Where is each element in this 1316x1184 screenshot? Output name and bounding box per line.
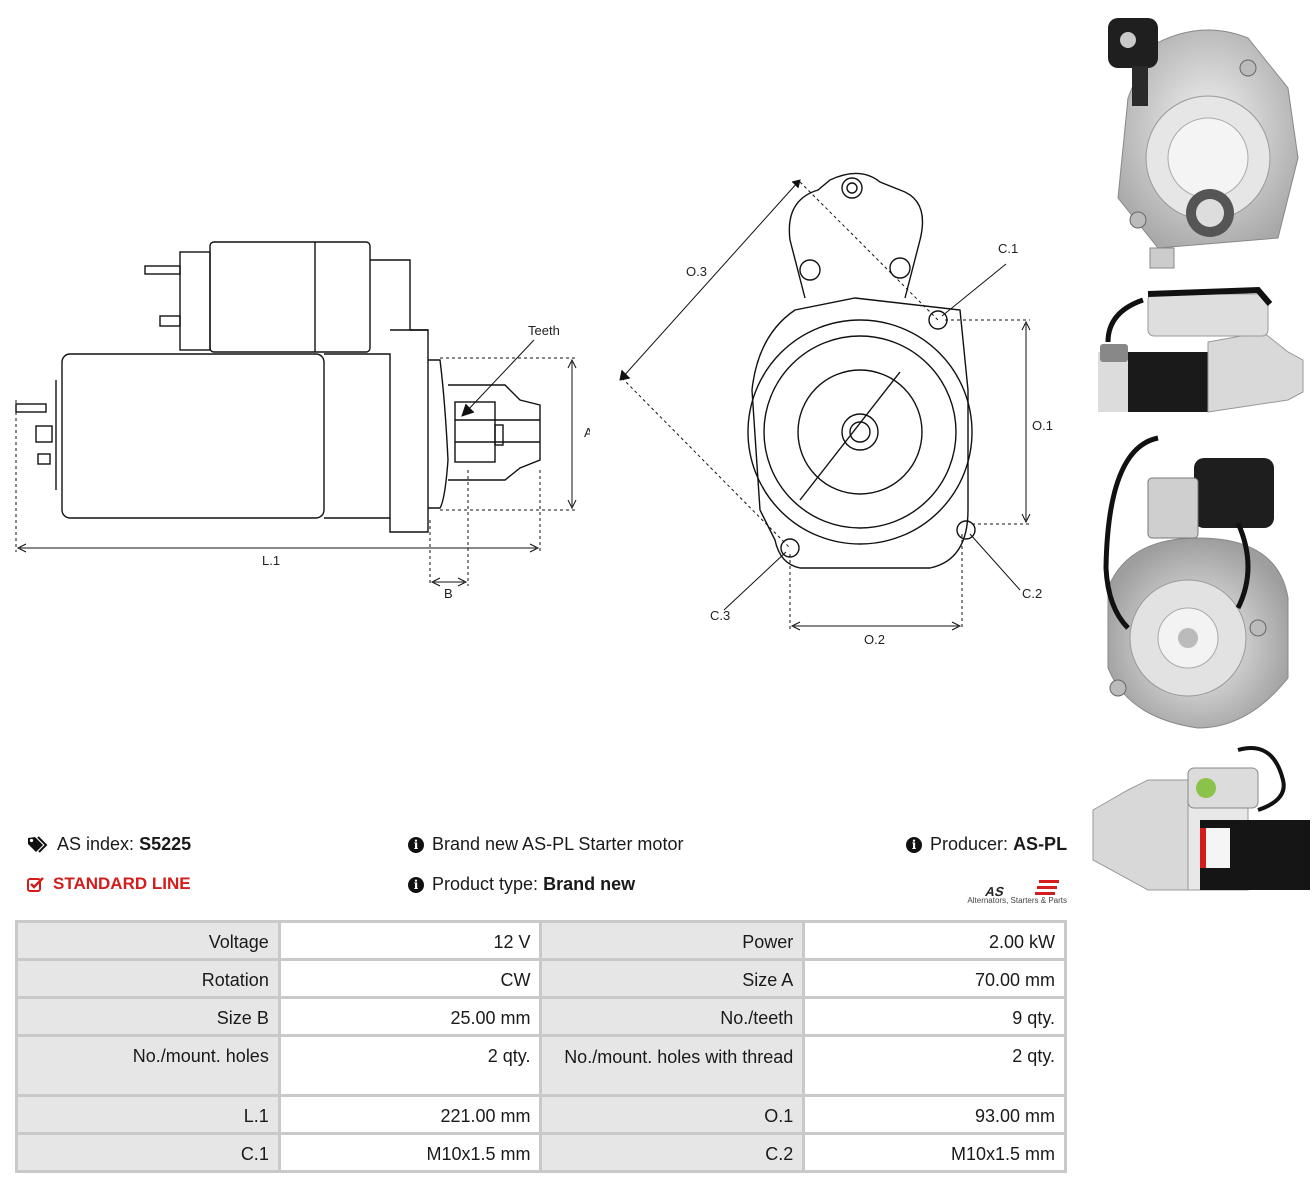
front-view-drawing: O.3 C.1 O.1 C.2 C.3 O.2 [619, 172, 1053, 647]
side-view-drawing: Teeth A L.1 B [15, 241, 590, 601]
table-row: C.1 M10x1.5 mm C.2 M10x1.5 mm [18, 1135, 1064, 1170]
spec-label: Voltage [18, 923, 278, 958]
spec-label: No./teeth [542, 999, 803, 1034]
checkbox-icon [27, 877, 44, 892]
standard-line-label: STANDARD LINE [53, 874, 191, 893]
producer-line: i Producer: AS-PL [906, 834, 1067, 855]
spec-label: C.1 [18, 1135, 278, 1170]
spec-label: Size B [18, 999, 278, 1034]
description-line: i Brand new AS-PL Starter motor [408, 834, 683, 855]
spec-label: No./mount. holes with thread [542, 1037, 803, 1094]
flange-outline [751, 297, 969, 569]
dim-o3-label: O.3 [686, 264, 707, 279]
product-photo-top [1098, 286, 1304, 413]
spec-label: No./mount. holes [18, 1037, 278, 1094]
dim-c1-label: C.1 [998, 241, 1018, 256]
spec-value: CW [280, 961, 540, 996]
as-index-value: S5225 [139, 834, 192, 854]
spec-label: L.1 [18, 1097, 278, 1132]
spec-value: M10x1.5 mm [280, 1135, 540, 1170]
bracket-outline [788, 172, 924, 299]
spec-value: 12 V [280, 923, 540, 958]
product-type-line: i Product type: Brand new [408, 874, 635, 895]
spec-label: Rotation [18, 961, 278, 996]
dim-c2-label: C.2 [1022, 586, 1042, 601]
info-icon: i [408, 876, 424, 893]
spec-value: 2 qty. [280, 1037, 540, 1094]
logo-tagline: Alternators, Starters & Parts [967, 896, 1067, 905]
producer-label: Producer: [930, 834, 1009, 854]
as-pl-logo: AS [984, 880, 1059, 899]
dim-o2-label: O.2 [864, 632, 885, 647]
spec-value: M10x1.5 mm [805, 1135, 1064, 1170]
tags-icon [28, 835, 48, 853]
table-row: L.1 221.00 mm O.1 93.00 mm [18, 1097, 1064, 1132]
as-index-label: AS index: [57, 834, 135, 854]
product-type-label: Product type: [432, 874, 539, 894]
spec-value: 221.00 mm [280, 1097, 540, 1132]
info-icon: i [906, 836, 922, 853]
product-type-value: Brand new [543, 874, 636, 894]
spec-value: 9 qty. [805, 999, 1064, 1034]
product-photo-side [1092, 746, 1310, 891]
dim-b-label: B [444, 586, 453, 601]
table-row: Rotation CW Size A 70.00 mm [18, 961, 1064, 996]
spec-label: Power [542, 923, 803, 958]
spec-label: C.2 [542, 1135, 803, 1170]
solenoid-outline [209, 241, 371, 353]
motor-body-outline [61, 353, 325, 519]
producer-value: AS-PL [1013, 834, 1068, 854]
dim-l1-label: L.1 [262, 553, 280, 568]
spec-value: 70.00 mm [805, 961, 1064, 996]
spec-value: 2 qty. [805, 1037, 1064, 1094]
info-icon: i [408, 836, 424, 853]
spec-value: 25.00 mm [280, 999, 540, 1034]
as-index-line: AS index: S5225 [27, 834, 191, 855]
table-row: Size B 25.00 mm No./teeth 9 qty. [18, 999, 1064, 1034]
dim-c3-label: C.3 [710, 608, 730, 623]
product-photo-front [1108, 18, 1299, 269]
product-photo-rear [1103, 435, 1289, 729]
table-row: No./mount. holes 2 qty. No./mount. holes… [18, 1037, 1064, 1094]
spec-value: 2.00 kW [805, 923, 1064, 958]
table-row: Voltage 12 V Power 2.00 kW [18, 923, 1064, 958]
spec-value: 93.00 mm [805, 1097, 1064, 1132]
teeth-label: Teeth [528, 323, 560, 338]
specs-table: Voltage 12 V Power 2.00 kW Rotation CW S… [15, 920, 1067, 1173]
standard-line-badge: STANDARD LINE [27, 874, 191, 894]
pinion-gear [454, 401, 496, 463]
product-description: Brand new AS-PL Starter motor [432, 834, 684, 854]
dim-o1-label: O.1 [1032, 418, 1053, 433]
hole-c2 [956, 520, 976, 540]
spec-label: Size A [542, 961, 803, 996]
logo-text: AS [984, 884, 1006, 899]
spec-label: O.1 [542, 1097, 803, 1132]
dim-a-label: A [584, 425, 590, 440]
